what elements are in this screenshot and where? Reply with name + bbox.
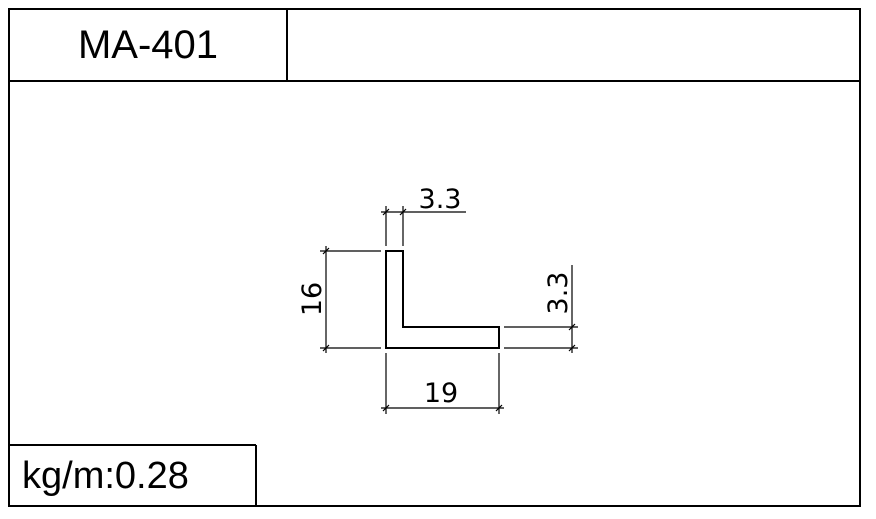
dimension-label-top: 3.3 [419,184,462,215]
angle-profile [385,250,500,349]
dimension-right-thickness [504,265,578,353]
part-number: MA-401 [77,22,219,67]
weight-label: kg/m:0.28 [22,454,189,497]
dimension-label-width: 19 [424,378,458,409]
dimension-height [320,246,381,353]
dimension-label-height: 16 [297,282,328,316]
dimension-width [381,353,504,414]
dimension-label-right: 3.3 [543,272,574,315]
outer-frame [8,8,861,507]
dimension-top-thickness [381,206,466,246]
